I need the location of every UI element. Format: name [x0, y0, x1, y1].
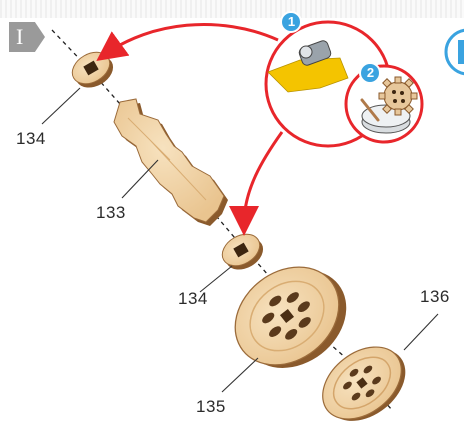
- leader-large-wheel: [221, 357, 259, 393]
- part-label-lower-spacer: 134: [178, 289, 208, 308]
- arrow-to-lower-spacer: [229, 131, 284, 236]
- small-wheel: [322, 346, 406, 421]
- step-1-circle: [280, 11, 302, 33]
- glue-callout: [264, 11, 424, 148]
- leader-lines: [41, 87, 439, 393]
- gear-pot-icon: [360, 76, 418, 134]
- axle-block: [113, 98, 228, 226]
- step-2-circle: [359, 62, 381, 84]
- part-label-small-wheel: 136: [420, 287, 450, 306]
- callout-step-2-label: 2: [366, 65, 375, 80]
- upper-spacer: [71, 51, 114, 88]
- part-label-upper-spacer: 134: [16, 129, 46, 148]
- lower-spacer: [221, 233, 264, 270]
- part-label-axle-block: 133: [96, 203, 126, 222]
- glue-smear: [267, 57, 349, 93]
- leader-upper-spacer: [41, 87, 81, 125]
- leader-small-wheel: [403, 313, 439, 351]
- next-step-badge: [444, 28, 464, 76]
- leader-lower-spacer: [199, 265, 233, 293]
- arrow-to-upper-spacer: [96, 23, 279, 62]
- large-wheel: [234, 266, 347, 368]
- step-number: I: [16, 24, 24, 49]
- header-band: [0, 0, 464, 18]
- part-label-large-wheel: 135: [196, 397, 226, 416]
- glue-tube-icon: [298, 40, 332, 66]
- callout-step-1-label: 1: [287, 14, 296, 29]
- leader-axle-block: [121, 159, 159, 199]
